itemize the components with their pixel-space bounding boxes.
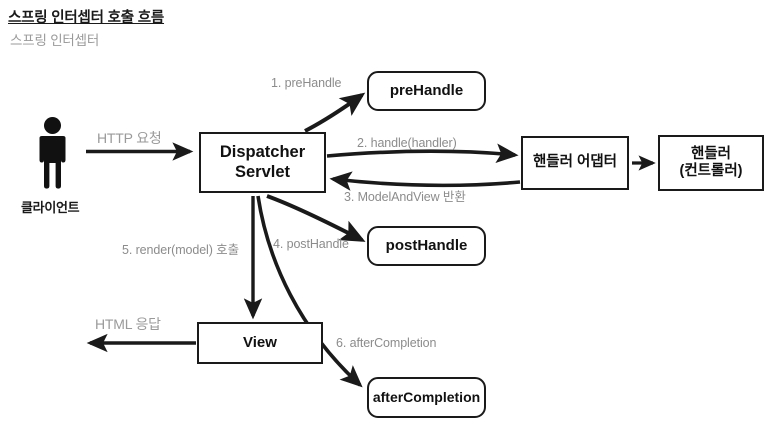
edge-label-step3: 3. ModelAndView 반환 (344, 190, 466, 204)
node-handler-controller[interactable]: 핸들러(컨트롤러) (658, 135, 764, 191)
node-handler-adapter[interactable]: 핸들러 어댑터 (521, 136, 629, 190)
edge-label-step1: 1. preHandle (271, 76, 342, 90)
node-posthandle[interactable]: postHandle (367, 226, 486, 266)
page-subtitle: 스프링 인터셉터 (10, 33, 100, 48)
page-title: 스프링 인터셉터 호출 흐름 (8, 10, 165, 26)
arrow-step1-prehandle (304, 92, 366, 133)
arrow-step2-handle (326, 143, 519, 164)
node-prehandle-label: preHandle (389, 82, 464, 100)
node-aftercompletion-label: afterCompletion (372, 389, 481, 406)
node-handler-controller-label: 핸들러(컨트롤러) (679, 145, 743, 179)
arrow-step4-posthandle (266, 194, 366, 242)
edge-label-step5: 5. render(model) 호출 (122, 243, 239, 257)
node-handler-adapter-label: 핸들러 어댑터 (532, 154, 618, 171)
edge-label-http-request: HTTP 요청 (97, 130, 162, 146)
node-view-label: View (243, 334, 277, 352)
edge-label-step2: 2. handle(handler) (357, 136, 457, 150)
node-aftercompletion[interactable]: afterCompletion (367, 377, 486, 418)
node-view[interactable]: View (197, 322, 323, 364)
edge-label-step6: 6. afterCompletion (336, 336, 437, 350)
client-actor-icon (39, 117, 66, 189)
node-posthandle-label: postHandle (385, 237, 468, 255)
arrow-step6-aftercompletion (256, 195, 363, 388)
edge-label-http-response: HTML 응답 (95, 316, 161, 332)
client-actor-label: 클라이언트 (21, 200, 80, 215)
node-prehandle[interactable]: preHandle (367, 71, 486, 111)
arrow-step3-modelandview (329, 171, 521, 191)
edge-label-step4: 4. postHandle (273, 237, 349, 251)
